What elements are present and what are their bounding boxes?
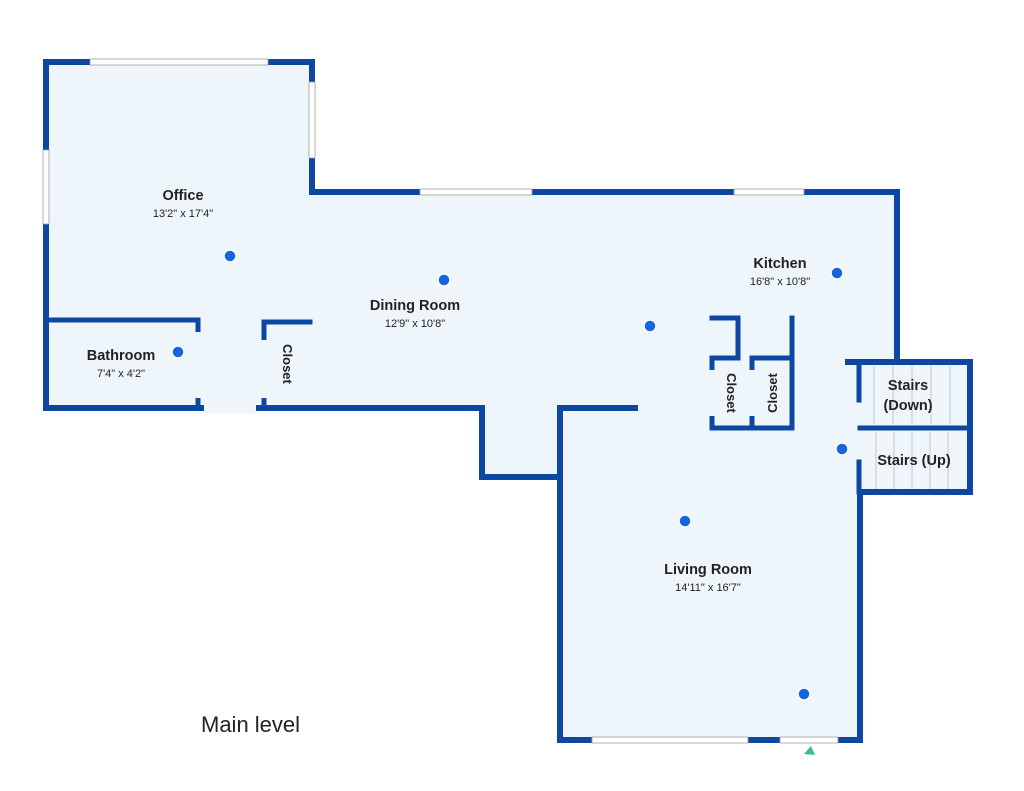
- stairs-down-label-line2: (Down): [883, 398, 932, 414]
- camera-position-icon[interactable]: [643, 319, 657, 333]
- bathroom-dims: 7'4" x 4'2": [97, 368, 145, 380]
- camera-position-icon[interactable]: [830, 266, 844, 280]
- door-openings: [193, 262, 757, 416]
- dining-name: Dining Room: [370, 298, 460, 314]
- office-dims: 13'2" x 17'4": [153, 208, 213, 220]
- bathroom-name: Bathroom: [87, 348, 155, 364]
- camera-position-icon[interactable]: [437, 273, 451, 287]
- dining-dims: 12'9" x 10'8": [385, 318, 445, 330]
- camera-position-icon[interactable]: [223, 249, 237, 263]
- entry-arrow-icon: [804, 746, 815, 755]
- office-name: Office: [162, 188, 203, 204]
- camera-position-icon[interactable]: [835, 442, 849, 456]
- camera-markers[interactable]: [171, 249, 849, 701]
- camera-position-icon[interactable]: [678, 514, 692, 528]
- camera-position-icon[interactable]: [171, 345, 185, 359]
- closet-office-label: Closet: [280, 344, 295, 384]
- living-name: Living Room: [664, 562, 752, 578]
- windows: [42, 58, 839, 744]
- closet-kitchen-right-label: Closet: [765, 372, 780, 412]
- stairs-down-label-line1: Stairs: [888, 378, 928, 394]
- floor-fill: [46, 62, 970, 738]
- kitchen-name: Kitchen: [753, 256, 806, 272]
- stairs-up-label: Stairs (Up): [877, 453, 950, 469]
- camera-position-icon[interactable]: [797, 687, 811, 701]
- closet-kitchen-left-label: Closet: [724, 373, 739, 413]
- kitchen-dims: 16'8" x 10'8": [750, 276, 810, 288]
- living-dims: 14'11" x 16'7": [675, 582, 741, 594]
- stair-treads: [873, 366, 951, 490]
- level-label: Main level: [201, 712, 300, 737]
